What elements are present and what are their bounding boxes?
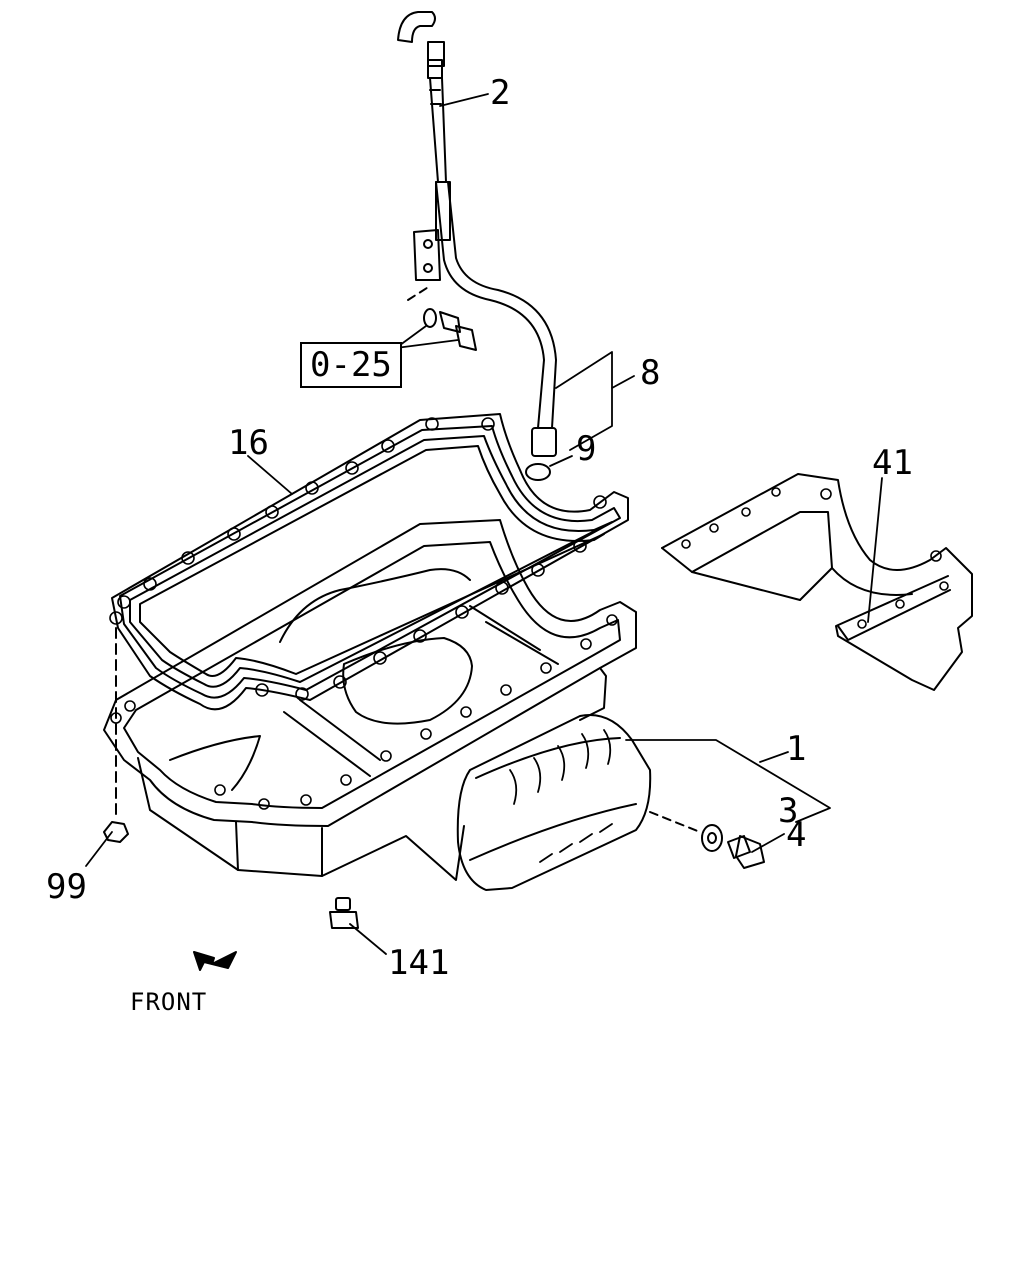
callout-2: 2 bbox=[490, 73, 511, 113]
reference-box: 0-25 bbox=[300, 342, 402, 388]
front-arrow-icon bbox=[193, 951, 237, 971]
bottom-plug bbox=[329, 897, 359, 929]
callout-141: 141 bbox=[388, 943, 450, 983]
tube-bracket-bolt bbox=[407, 285, 477, 351]
oil-pan bbox=[103, 519, 652, 891]
front-label: FRONT bbox=[130, 988, 208, 1016]
reinforcement-bracket bbox=[661, 473, 973, 691]
callout-41: 41 bbox=[872, 443, 913, 483]
leader-lines bbox=[85, 93, 883, 955]
drain-plug-assembly bbox=[649, 811, 765, 869]
callout-8: 8 bbox=[640, 353, 661, 393]
callout-9: 9 bbox=[576, 429, 597, 469]
callout-3: 3 bbox=[778, 791, 799, 831]
callout-4: 4 bbox=[786, 815, 807, 855]
dipstick-guide-tube bbox=[413, 181, 557, 481]
callout-99: 99 bbox=[46, 867, 87, 907]
oil-pan-gasket bbox=[109, 413, 629, 711]
stud-nut bbox=[103, 627, 129, 843]
dipstick bbox=[397, 11, 447, 183]
callout-1: 1 bbox=[786, 729, 807, 769]
callout-16: 16 bbox=[228, 423, 269, 463]
